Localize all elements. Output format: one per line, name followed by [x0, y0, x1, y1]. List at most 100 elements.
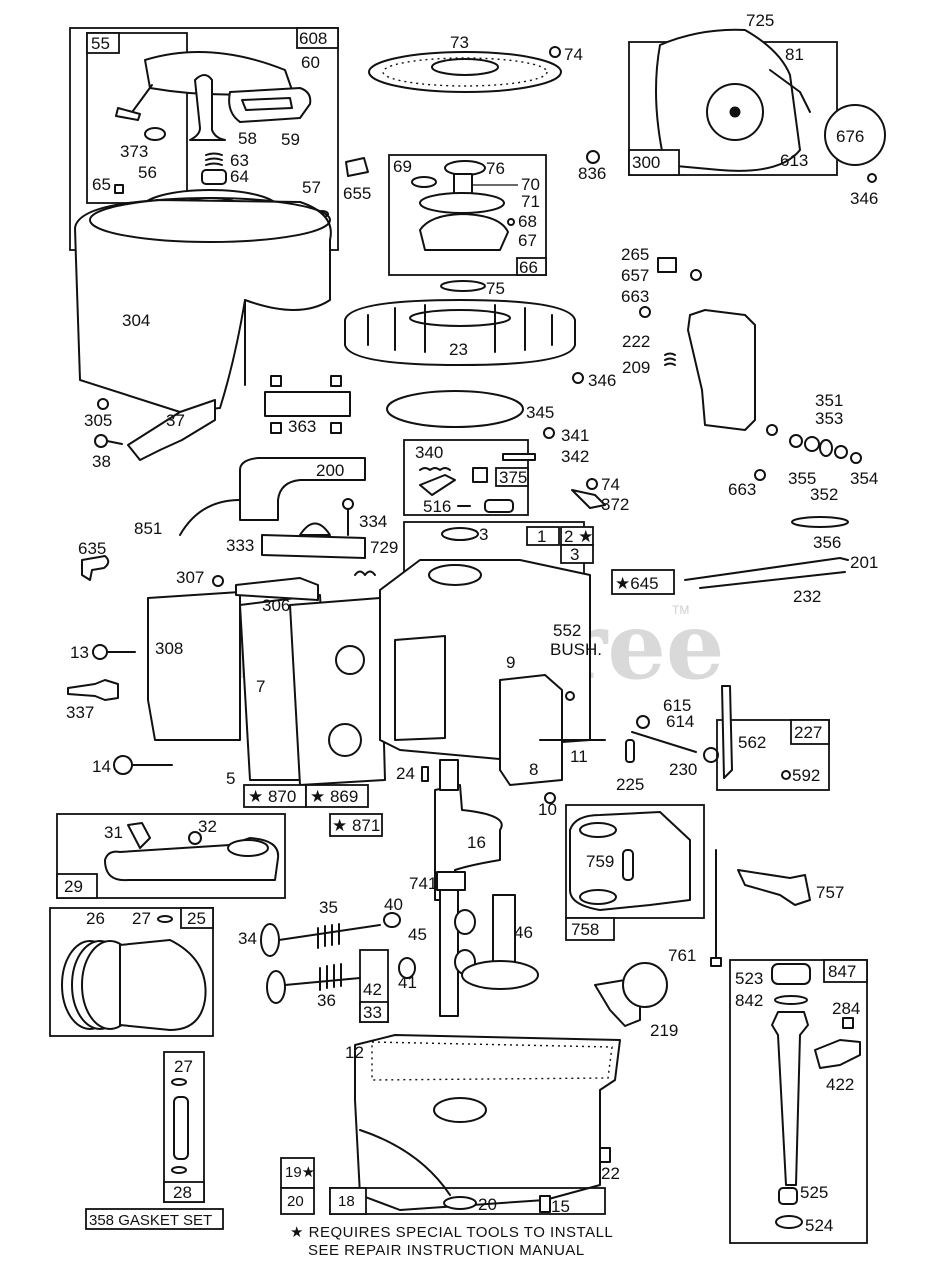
- valve-spring-35: [317, 923, 340, 949]
- governor-bore-bottom: [579, 889, 617, 905]
- part-562: 562: [738, 733, 766, 752]
- grommet-635: [81, 555, 110, 581]
- head-port-2: [328, 723, 362, 757]
- cylinder-shield-308: [147, 591, 241, 741]
- blower-housing-304[interactable]: 304 305 38 37 363: [74, 197, 351, 471]
- screw-341: [543, 427, 555, 439]
- part-615: 615: [663, 696, 691, 715]
- spring-209: [664, 352, 676, 366]
- kit-box-19: [280, 1157, 315, 1189]
- kit-label-55: 55: [91, 34, 110, 53]
- flywheel: [344, 299, 576, 366]
- part-346a: 346: [588, 371, 616, 390]
- flywheel-hub: [409, 309, 511, 327]
- part-16: 16: [467, 833, 486, 852]
- part-342: 342: [561, 447, 589, 466]
- armature-200: [239, 457, 366, 521]
- ball-68: [507, 218, 515, 226]
- pawl-64: [201, 169, 227, 185]
- muffler-bracket: [769, 69, 811, 113]
- part-676: 676: [836, 127, 864, 146]
- screw-657: [690, 269, 702, 281]
- governor-link-assembly[interactable]: 758 759 757 761 219: [565, 804, 844, 1040]
- kit-label-25: 25: [187, 909, 206, 928]
- oil-fill-tube-assembly[interactable]: 847 523 842 284 422 525 524: [729, 959, 868, 1244]
- kit-box-55: [86, 32, 120, 54]
- part-614: 614: [666, 712, 694, 731]
- head-port-1: [335, 645, 365, 675]
- nut-363c: [270, 422, 282, 434]
- part-836: 836: [578, 164, 606, 183]
- governor-controls[interactable]: 615 614 225 230 227 562 592: [616, 685, 830, 794]
- kit-label-375: 375: [499, 468, 527, 487]
- washer-69: [411, 176, 437, 188]
- connecting-rod-assembly[interactable]: 29 31 32: [56, 813, 286, 899]
- kit-box-869: [305, 784, 369, 808]
- guide-41: [398, 957, 416, 979]
- screen-holes-outer: [382, 57, 548, 87]
- screw-836: [586, 150, 600, 164]
- piston-assembly[interactable]: 25 26 27: [49, 907, 214, 1037]
- part-46: 46: [514, 923, 533, 942]
- starter-clutch-66[interactable]: 655 66 69 76 70 71 68 67: [343, 154, 547, 277]
- sump-assembly[interactable]: 12 22 15 20 19★ 20 18: [280, 1034, 621, 1216]
- part-219: 219: [650, 1021, 678, 1040]
- bolt-14: [113, 755, 133, 775]
- crankcase-bore: [428, 564, 482, 586]
- valve-assembly[interactable]: 35 40 34 36 42 33 41: [238, 895, 417, 1023]
- nut-353: [834, 445, 848, 459]
- sump-rib: [359, 1129, 451, 1196]
- crankshaft-camshaft-assembly[interactable]: 16 741 45 46: [408, 759, 539, 1017]
- part-27b: 27: [174, 1057, 193, 1076]
- bushing-355: [804, 436, 820, 452]
- crankcase-assembly[interactable]: 3 1 2 ★ 3 552 BUSH. 9 8 11 10 24: [379, 521, 606, 819]
- screen-center-hole: [431, 58, 499, 76]
- part-209: 209: [622, 358, 650, 377]
- bolt-13: [92, 644, 108, 660]
- part-422: 422: [826, 1075, 854, 1094]
- ring-615: [636, 715, 650, 729]
- part-41: 41: [398, 973, 417, 992]
- clip-27: [157, 915, 173, 923]
- part-363: 363: [288, 417, 316, 436]
- flywheel-23[interactable]: 75 23 346 345: [344, 279, 616, 428]
- post-375: [472, 467, 488, 483]
- part-26: 26: [86, 909, 105, 928]
- part-76: 76: [486, 159, 505, 178]
- plug-524: [775, 1215, 803, 1229]
- part-373: 373: [120, 142, 148, 161]
- kit-box-847: [823, 959, 868, 983]
- part-15: 15: [551, 1197, 570, 1216]
- kit-box-20: [280, 1187, 315, 1215]
- starter-handle-60: [228, 87, 312, 123]
- breaker-arm: [419, 474, 456, 496]
- muffler-assembly[interactable]: 725 81 613 300 836 676 346: [578, 11, 886, 208]
- part-355: 355: [788, 469, 816, 488]
- part-524: 524: [805, 1216, 833, 1235]
- tappet-45a: [454, 909, 476, 935]
- rotating-screen-73[interactable]: 73 74: [368, 33, 583, 93]
- cylinder-and-head-assembly[interactable]: 308 7 306 13 337 14 5 ★ 870 ★ 869 ★ 871: [66, 577, 386, 837]
- part-70: 70: [521, 175, 540, 194]
- part-759: 759: [586, 852, 614, 871]
- governor-lever-227: [721, 685, 733, 779]
- part-22: 22: [601, 1164, 620, 1183]
- breaker-points-assembly[interactable]: 340 375 516 341 342 74 372: [403, 426, 629, 516]
- kit-label-870: ★ 870: [248, 787, 296, 806]
- part-67: 67: [518, 231, 537, 250]
- kit-box-758: [565, 917, 615, 941]
- piston: [119, 939, 207, 1031]
- part-306: 306: [262, 596, 290, 615]
- screw-22: [599, 1147, 611, 1163]
- kit-label-847: 847: [828, 962, 856, 981]
- bracket-37: [127, 399, 216, 461]
- part-372: 372: [601, 495, 629, 514]
- governor-gear-219: [622, 962, 668, 1008]
- control-bracket-assembly[interactable]: 265 657 663 222 209 663 351 353 355 352 …: [611, 245, 878, 606]
- part-635: 635: [78, 539, 106, 558]
- piston-pin-assembly[interactable]: 27 28 358 GASKET SET: [85, 1051, 224, 1230]
- blower-housing-body: [74, 199, 332, 413]
- valve-stem-34: [278, 924, 381, 941]
- armature-assembly[interactable]: 200 851 334 333 729 635 307: [78, 457, 398, 587]
- plug-15: [539, 1195, 551, 1213]
